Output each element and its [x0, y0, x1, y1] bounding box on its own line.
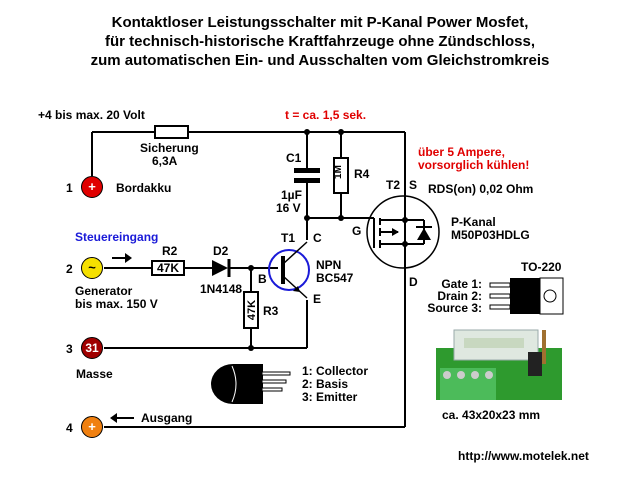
terminal-3-masse: 31	[81, 337, 103, 359]
capacitor-plate-top	[294, 168, 320, 173]
t1-pin-c: C	[313, 231, 322, 245]
plus-icon: +	[88, 179, 96, 194]
pcb-photo	[436, 329, 562, 400]
junction-dot	[248, 265, 254, 271]
terminal-2-number: 2	[66, 262, 73, 276]
d2-part: 1N4148	[200, 282, 243, 296]
terminal-2-generator: ~	[81, 257, 103, 279]
mosfet-rds: RDS(on) 0,02 Ohm	[428, 182, 534, 196]
mosfet-pin-g: G	[352, 224, 362, 238]
junction-dot	[338, 215, 344, 221]
transistor-t1-collector-leg	[282, 241, 308, 265]
terminal-3-number: 3	[66, 342, 73, 356]
fuse-symbol	[154, 125, 189, 139]
r2-value: 47K	[157, 261, 179, 275]
supply-voltage-label: +4 bis max. 20 Volt	[38, 108, 145, 122]
to220-pin-drain: Drain 2:	[437, 289, 482, 303]
t1-part: BC547	[316, 271, 354, 285]
to220-pin-gate: Gate 1:	[441, 277, 482, 291]
website-link[interactable]: http://www.motelek.net	[458, 449, 589, 463]
r4-value: 1M	[333, 165, 344, 179]
diode-d2-triangle	[212, 260, 228, 276]
terminal-4-number: 4	[66, 421, 73, 435]
mosfet-arrow	[392, 228, 399, 236]
t1-pin-e: E	[313, 292, 322, 306]
t1-type: NPN	[316, 258, 342, 272]
to92-pin-basis: 2: Basis	[302, 377, 349, 391]
c1-value: 1µF	[281, 188, 302, 202]
mosfet-ref: T2	[386, 178, 401, 192]
junction-dot	[304, 215, 310, 221]
t1-ref: T1	[281, 231, 296, 245]
junction-dot	[338, 129, 344, 135]
output-arrow-icon	[110, 413, 117, 423]
t1-pin-b: B	[258, 272, 267, 286]
r2-ref: R2	[162, 244, 178, 258]
to220-pin-source: Source 3:	[427, 301, 482, 315]
c1-ref: C1	[286, 151, 302, 165]
terminal-1-bordakku: +	[81, 176, 103, 198]
to220-package-icon	[489, 277, 564, 315]
board-size-label: ca. 43x20x23 mm	[442, 408, 541, 422]
r4-ref: R4	[354, 167, 370, 181]
r3-body	[243, 291, 259, 329]
mosfet-t2-circle	[366, 195, 440, 269]
junction-dot	[402, 241, 408, 247]
to92-pin-collector: 1: Collector	[302, 364, 369, 378]
r4-body	[333, 157, 349, 194]
mosfet-type: P-Kanal	[451, 215, 496, 229]
fuse-value: 6,3A	[152, 154, 178, 168]
r2-body	[151, 260, 185, 276]
mosfet-diode-triangle	[417, 228, 431, 240]
fuse-name: Sicherung	[140, 141, 199, 155]
input-arrow-icon	[125, 253, 132, 263]
warning-line-1: über 5 Ampere,	[418, 145, 505, 159]
to92-pin-emitter: 3: Emitter	[302, 390, 358, 404]
ground-31-label: 31	[85, 341, 99, 355]
to220-name: TO-220	[521, 260, 562, 274]
junction-dot	[248, 345, 254, 351]
control-input-label: Steuereingang	[75, 230, 159, 244]
c1-voltage: 16 V	[276, 201, 301, 215]
timing-label: t = ca. 1,5 sek.	[285, 108, 367, 122]
title-line-2: für technisch-historische Kraftfahrzeuge…	[104, 33, 536, 50]
transistor-t1-emitter-leg	[282, 275, 308, 299]
r3-value: 47K	[246, 300, 258, 320]
ac-wave-icon: ~	[88, 260, 96, 275]
terminal-1-number: 1	[66, 181, 73, 195]
terminal-4-ausgang: +	[81, 416, 103, 438]
r3-ref: R3	[263, 304, 279, 318]
junction-dot	[304, 129, 310, 135]
to92-package-icon	[211, 364, 291, 404]
mosfet-pin-d: D	[409, 275, 418, 289]
terminal-2-sublabel: bis max. 150 V	[75, 297, 158, 311]
mosfet-part: M50P03HDLG	[451, 228, 530, 242]
terminal-3-label: Masse	[76, 367, 113, 381]
capacitor-plate-bottom	[294, 178, 320, 183]
warning-line-2: vorsorglich kühlen!	[418, 158, 530, 172]
title-line-3: zum automatischen Ein- und Ausschalten v…	[90, 52, 550, 69]
mosfet-pin-s: S	[409, 178, 418, 192]
title-line-1: Kontaktloser Leistungsschalter mit P-Kan…	[111, 14, 529, 31]
junction-dot	[402, 217, 408, 223]
terminal-1-label: Bordakku	[116, 181, 172, 195]
transistor-t1-arrow	[293, 286, 300, 292]
plus-icon: +	[88, 419, 96, 434]
terminal-4-label: Ausgang	[141, 411, 193, 425]
terminal-2-label: Generator	[75, 284, 133, 298]
d2-ref: D2	[213, 244, 229, 258]
transistor-t1-circle	[268, 249, 310, 291]
